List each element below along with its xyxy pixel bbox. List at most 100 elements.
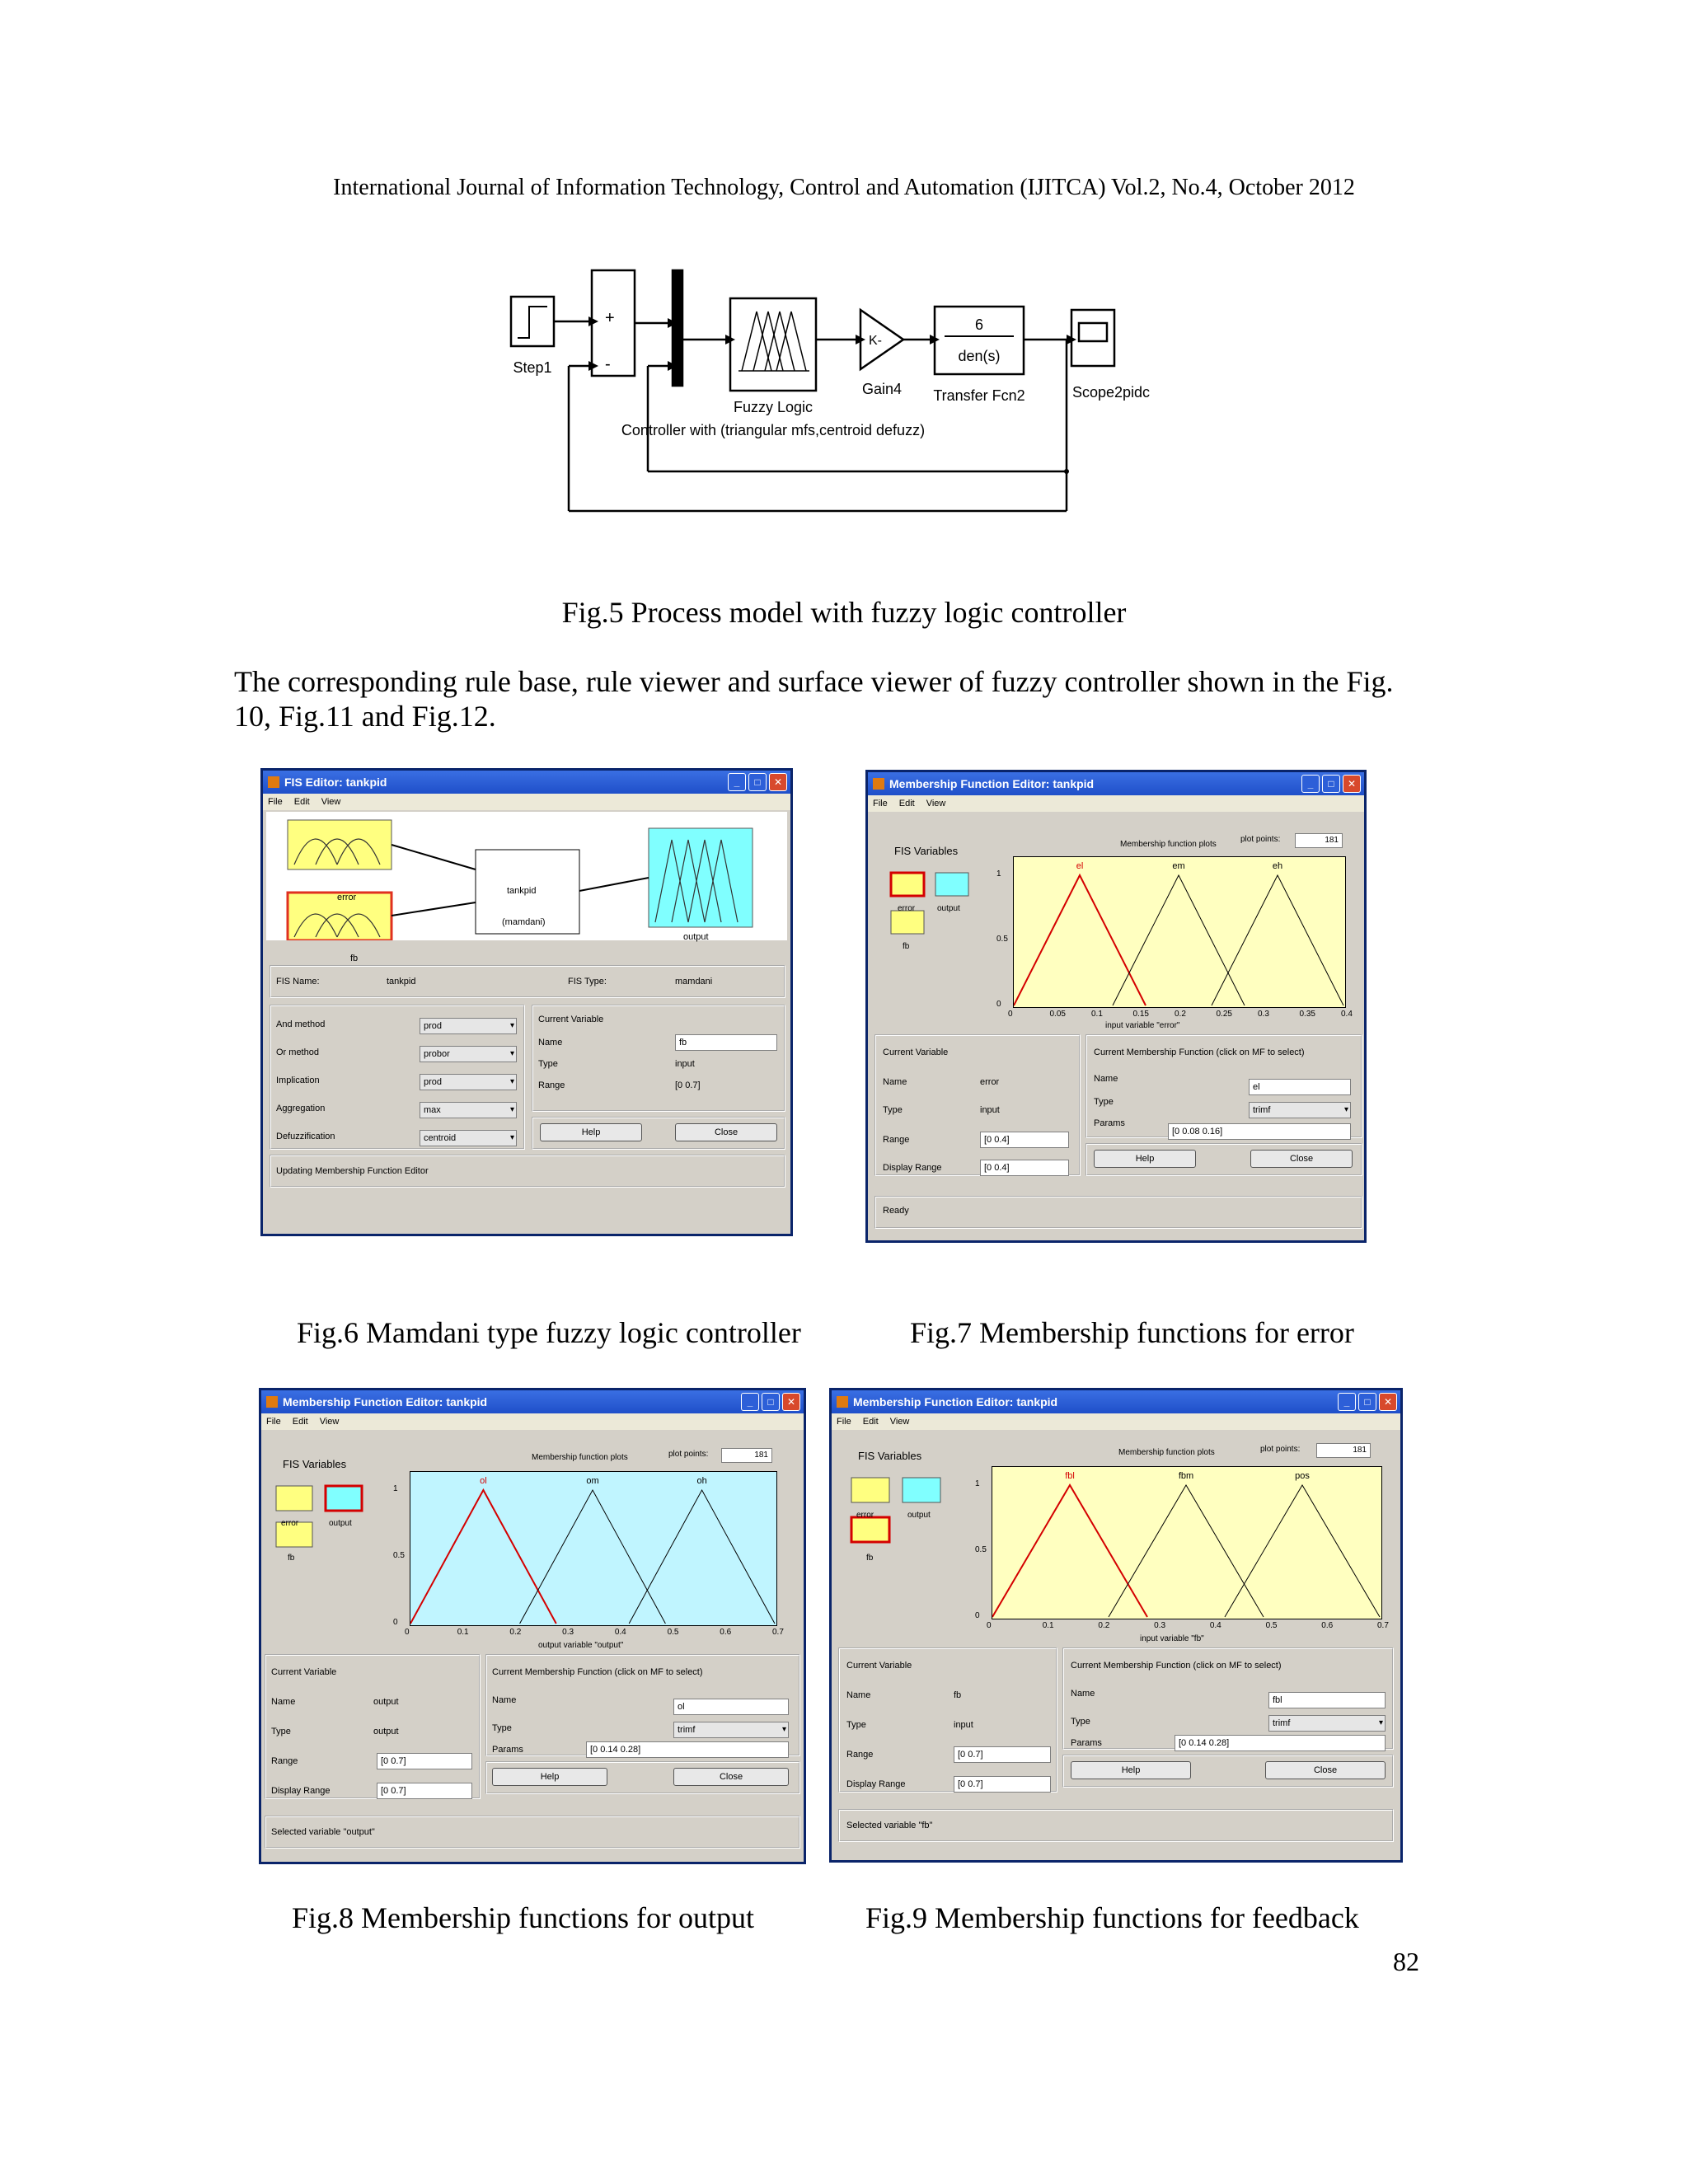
mf-name-field[interactable]: ol xyxy=(673,1699,789,1715)
help-button[interactable]: Help xyxy=(1094,1150,1196,1168)
menu-edit[interactable]: Edit xyxy=(292,1417,308,1427)
mf-type-dropdown[interactable]: trimf xyxy=(673,1722,789,1738)
or-method-dropdown[interactable]: probor xyxy=(420,1046,517,1062)
minimize-button[interactable]: _ xyxy=(728,773,746,791)
menu-view[interactable]: View xyxy=(926,799,946,808)
close-window-button[interactable]: ✕ xyxy=(1343,775,1361,793)
mf-curve-om[interactable] xyxy=(519,1488,666,1624)
close-button[interactable]: Close xyxy=(673,1768,789,1786)
plot-points-field[interactable]: 181 xyxy=(721,1448,772,1463)
x-tick-label: 0.1 xyxy=(1091,1010,1103,1019)
help-button[interactable]: Help xyxy=(540,1123,642,1141)
help-button[interactable]: Help xyxy=(492,1768,607,1786)
mf-curve-fbl[interactable] xyxy=(992,1483,1148,1618)
cv-range-field[interactable]: [0 0.4] xyxy=(980,1132,1069,1148)
defuzzification-label: Defuzzification xyxy=(276,1132,335,1141)
x-tick-label: 0.25 xyxy=(1216,1010,1232,1019)
mf-type-dropdown[interactable]: trimf xyxy=(1268,1715,1386,1732)
minimize-button[interactable]: _ xyxy=(741,1393,759,1411)
var-fb-icon xyxy=(890,910,925,935)
close-button[interactable]: Close xyxy=(1250,1150,1353,1168)
mf-name-label: Name xyxy=(1094,1074,1118,1084)
cv-display-range-field[interactable]: [0 0.7] xyxy=(377,1783,472,1799)
close-window-button[interactable]: ✕ xyxy=(782,1393,800,1411)
x-tick-label: 0.3 xyxy=(562,1628,574,1637)
menu-file[interactable]: File xyxy=(266,1417,281,1427)
maximize-button[interactable]: □ xyxy=(748,773,767,791)
sum-minus-label: - xyxy=(605,355,611,373)
mf-name-field[interactable]: el xyxy=(1249,1079,1351,1095)
cv-range-field[interactable]: [0 0.7] xyxy=(954,1746,1051,1763)
mf-name-label: Name xyxy=(1071,1689,1095,1699)
x-tick-label: 0.05 xyxy=(1049,1010,1066,1019)
maximize-button[interactable]: □ xyxy=(1358,1393,1376,1411)
plot-points-field[interactable]: 181 xyxy=(1316,1443,1371,1458)
menu-view[interactable]: View xyxy=(319,1417,340,1427)
mf-label-eh: eh xyxy=(1273,861,1282,871)
mf-name-field[interactable]: fbl xyxy=(1268,1692,1386,1708)
mf-curve-fbm[interactable] xyxy=(1108,1484,1264,1618)
menu-edit[interactable]: Edit xyxy=(293,797,310,807)
output-label: output xyxy=(683,932,709,942)
menu-file[interactable]: File xyxy=(873,799,888,808)
system-name-label: tankpid xyxy=(507,886,537,896)
close-window-button[interactable]: ✕ xyxy=(1379,1393,1397,1411)
cv-range-field[interactable]: [0 0.7] xyxy=(377,1753,472,1769)
fig6-status-panel xyxy=(270,1155,785,1188)
mf-curve-ol[interactable] xyxy=(410,1488,557,1624)
close-button[interactable]: Close xyxy=(1265,1761,1386,1779)
fig7-menubar: File Edit View xyxy=(868,795,1364,812)
menu-file[interactable]: File xyxy=(268,797,283,807)
implication-dropdown[interactable]: prod xyxy=(420,1074,517,1090)
plot-points-field[interactable]: 181 xyxy=(1295,833,1343,848)
minimize-button[interactable]: _ xyxy=(1301,775,1320,793)
help-button[interactable]: Help xyxy=(1071,1761,1191,1779)
var-output-icon xyxy=(935,872,969,897)
and-method-label: And method xyxy=(276,1019,326,1029)
close-window-button[interactable]: ✕ xyxy=(769,773,787,791)
defuzzification-dropdown[interactable]: centroid xyxy=(420,1130,517,1146)
maximize-button[interactable]: □ xyxy=(762,1393,780,1411)
mf-curve-el[interactable] xyxy=(1013,873,1146,1006)
menu-file[interactable]: File xyxy=(837,1417,851,1427)
x-tick-label: 0.35 xyxy=(1299,1010,1315,1019)
cv-display-range-field[interactable]: [0 0.4] xyxy=(980,1160,1069,1176)
mf-curve-eh[interactable] xyxy=(1211,874,1344,1006)
step-block xyxy=(509,295,556,348)
fig8-caption: Fig.8 Membership functions for output xyxy=(292,1901,754,1934)
fuzzy-label: Fuzzy Logic xyxy=(734,399,813,415)
cv-display-range-field[interactable]: [0 0.7] xyxy=(954,1776,1051,1793)
menu-view[interactable]: View xyxy=(889,1417,910,1427)
cv-title: Current Variable xyxy=(883,1047,949,1057)
and-method-dropdown[interactable]: prod xyxy=(420,1018,517,1034)
x-tick-label: 0 xyxy=(987,1621,992,1630)
mf-params-field[interactable]: [0 0.08 0.16] xyxy=(1168,1123,1351,1140)
maximize-button[interactable]: □ xyxy=(1322,775,1340,793)
mf-curve-pos[interactable] xyxy=(1224,1484,1381,1618)
close-button[interactable]: Close xyxy=(675,1123,777,1141)
cv-name-field[interactable]: fb xyxy=(675,1034,777,1051)
mf-params-label: Params xyxy=(1094,1118,1125,1128)
menu-edit[interactable]: Edit xyxy=(862,1417,879,1427)
mf-params-label: Params xyxy=(1071,1738,1102,1748)
minimize-button[interactable]: _ xyxy=(1338,1393,1356,1411)
menu-view[interactable]: View xyxy=(321,797,341,807)
fig9-titlebar: Membership Function Editor: tankpid _ □ … xyxy=(832,1390,1400,1413)
menu-edit[interactable]: Edit xyxy=(898,799,915,808)
mf-params-field[interactable]: [0 0.14 0.28] xyxy=(586,1741,789,1758)
mf-type-dropdown[interactable]: trimf xyxy=(1249,1102,1351,1118)
mf-params-field[interactable]: [0 0.14 0.28] xyxy=(1175,1735,1386,1751)
cv-type-value: input xyxy=(675,1059,695,1069)
mf-curve-em[interactable] xyxy=(1112,874,1245,1006)
mf-curve-oh[interactable] xyxy=(628,1488,776,1624)
mf-label-em: em xyxy=(1172,861,1184,871)
x-tick-label: 0.4 xyxy=(1341,1010,1353,1019)
aggregation-dropdown[interactable]: max xyxy=(420,1102,517,1118)
x-tick-label: 0.1 xyxy=(457,1628,469,1637)
fig9-button-panel xyxy=(1062,1755,1394,1788)
cv-range-label: Range xyxy=(271,1756,298,1766)
